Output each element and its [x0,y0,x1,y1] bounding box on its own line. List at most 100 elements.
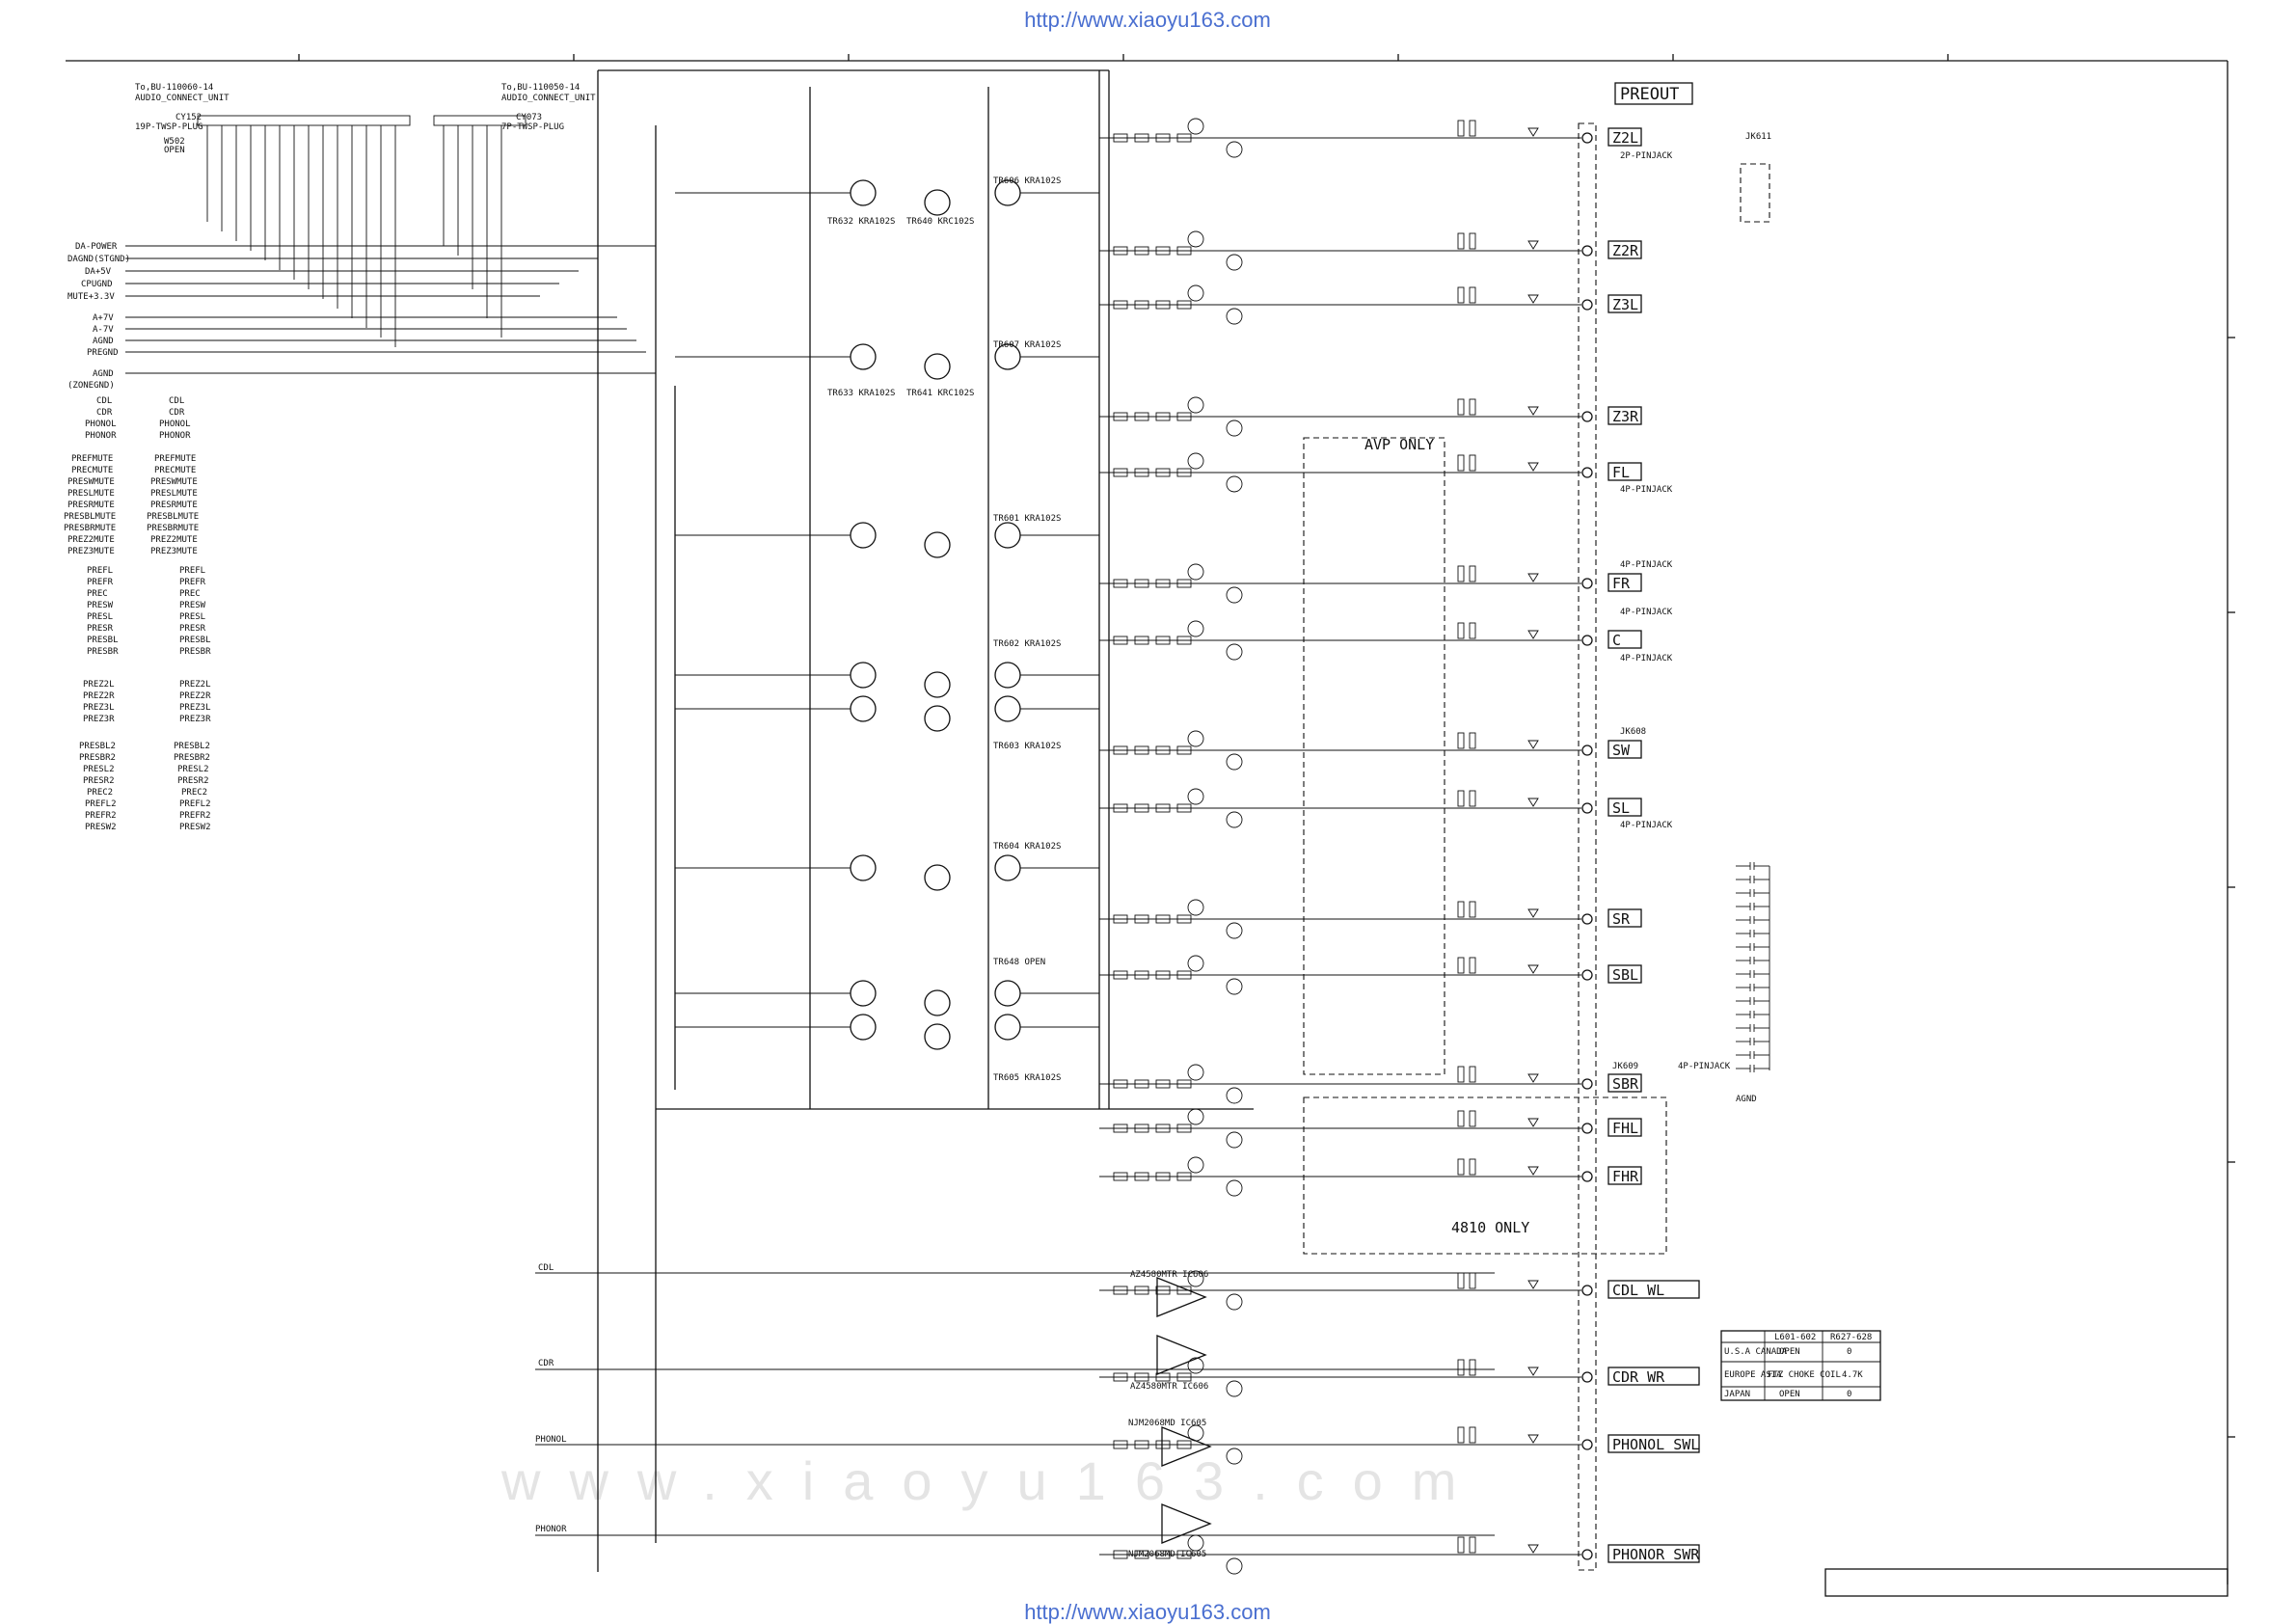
driver-stage-7 [675,1014,1099,1050]
opamp-chips: AZ4580MTR IC606 AZ4580MTR IC606 NJM2068M… [1128,1270,1212,1559]
bank-cap-6 [1736,943,1769,951]
svg-text:PREC: PREC [87,589,108,599]
svg-text:PREZ2R: PREZ2R [83,691,115,701]
svg-text:U.S.A CANADA: U.S.A CANADA [1724,1347,1788,1357]
only-4810-region: 4810 ONLY [1303,1096,1667,1255]
svg-text:PRESW2: PRESW2 [179,823,211,832]
svg-text:PREZ2MUTE: PREZ2MUTE [68,535,115,545]
output-label-7: SW [1612,742,1631,759]
svg-text:PREFMUTE: PREFMUTE [154,454,196,464]
svg-text:PHONOR: PHONOR [159,431,191,441]
transistor-labels: TR632 KRA102S TR640 KRC102S TR633 KRA102… [827,176,1061,1083]
svg-text:PRECMUTE: PRECMUTE [71,466,113,475]
svg-text:AUDIO_CONNECT_UNIT: AUDIO_CONNECT_UNIT [135,94,230,103]
output-label-4: FL [1612,464,1630,481]
svg-text:JAPAN: JAPAN [1724,1390,1750,1399]
svg-text:PREFMUTE: PREFMUTE [71,454,113,464]
svg-text:4P-PINJACK: 4P-PINJACK [1620,654,1673,663]
svg-text:PRESR2: PRESR2 [177,776,209,786]
title-block [1824,1568,2228,1597]
svg-text:CDL: CDL [538,1263,554,1273]
svg-text:TR648 OPEN: TR648 OPEN [993,958,1045,967]
svg-text:PREFR2: PREFR2 [85,811,117,821]
svg-text:PREC: PREC [179,589,201,599]
svg-text:CDR: CDR [538,1359,554,1368]
bank-cap-15 [1736,1065,1769,1072]
output-row-17: PHONOR SWR [1099,1534,1700,1575]
watermark-top[interactable]: http://www.xiaoyu163.com [1024,8,1271,32]
svg-text:PREZ2L: PREZ2L [83,680,115,690]
svg-text:PRESBL: PRESBL [87,636,119,645]
output-label-6: C [1612,632,1621,649]
svg-text:19P-TWSP-PLUG: 19P-TWSP-PLUG [135,122,203,132]
svg-text:PRESR2: PRESR2 [83,776,115,786]
svg-text:PRESWMUTE: PRESWMUTE [68,477,115,487]
svg-text:PREZ3MUTE: PREZ3MUTE [68,547,115,556]
svg-text:PRESL: PRESL [179,612,205,622]
svg-text:PREZ2R: PREZ2R [179,691,211,701]
svg-text:CPUGND: CPUGND [81,280,113,289]
svg-text:PREFR: PREFR [87,578,114,587]
svg-text:PRESLMUTE: PRESLMUTE [150,489,198,499]
jack-labels: JK611 2P-PINJACK 4P-PINJACK 4P-PINJACK 4… [1612,132,1771,1071]
svg-text:R627-628: R627-628 [1830,1333,1872,1342]
svg-text:PHONOL: PHONOL [159,420,191,429]
svg-text:MUTE+3.3V: MUTE+3.3V [68,292,115,302]
output-row-14: CDL WL [1099,1270,1700,1311]
svg-text:4P-PINJACK: 4P-PINJACK [1620,560,1673,570]
left-front-nets: PREFL PREFR PREC PRESW PRESL PRESR PRESB… [87,566,211,657]
svg-text:AVP ONLY: AVP ONLY [1364,436,1434,453]
svg-text:TR601 KRA102S: TR601 KRA102S [993,514,1061,524]
svg-text:PRESL2: PRESL2 [83,765,115,774]
svg-text:PHONOL: PHONOL [535,1435,567,1445]
output-row-9: SR [1099,899,1642,939]
bank-cap-10 [1736,997,1769,1005]
svg-text:PRESRMUTE: PRESRMUTE [68,501,115,510]
svg-text:PRESBLMUTE: PRESBLMUTE [64,512,116,522]
svg-text:4P-PINJACK: 4P-PINJACK [1620,608,1673,617]
svg-text:FTZ CHOKE COIL: FTZ CHOKE COIL [1768,1370,1841,1380]
svg-text:CDR: CDR [96,408,113,418]
bank-cap-7 [1736,957,1769,964]
output-row-4: FL [1099,452,1642,493]
svg-text:EUROPE ASIA: EUROPE ASIA [1724,1370,1782,1380]
driver-stage-4 [675,695,1099,732]
svg-text:PREZ3L: PREZ3L [83,703,115,713]
svg-text:JK611: JK611 [1745,132,1771,142]
watermark-bottom[interactable]: http://www.xiaoyu163.com [1024,1600,1271,1624]
svg-text:PREFR: PREFR [179,578,206,587]
left-zone-nets: PREZ2L PREZ2R PREZ3L PREZ3R PREZ2L PREZ2… [83,680,211,724]
svg-text:DAGND(STGND): DAGND(STGND) [68,255,130,264]
output-label-14: CDL WL [1612,1282,1664,1299]
svg-text:PRESBRMUTE: PRESBRMUTE [64,524,116,533]
bank-cap-11 [1736,1011,1769,1018]
svg-text:NJM2068MD IC605: NJM2068MD IC605 [1128,1550,1206,1559]
output-label-2: Z3L [1612,296,1638,313]
output-row-5: FR [1099,563,1642,604]
svg-text:JK609: JK609 [1612,1062,1638,1071]
driver-stage-2 [675,522,1099,558]
svg-text:PREC2: PREC2 [181,788,207,798]
svg-text:OPEN: OPEN [1779,1390,1800,1399]
svg-text:PRESL: PRESL [87,612,113,622]
svg-text:TR606 KRA102S: TR606 KRA102S [993,176,1061,186]
svg-text:0: 0 [1847,1390,1851,1399]
svg-text:4.7K: 4.7K [1842,1370,1863,1380]
svg-text:PREGND: PREGND [87,348,119,358]
output-label-5: FR [1612,575,1631,592]
bank-cap-14 [1736,1051,1769,1059]
bank-cap-5 [1736,930,1769,937]
output-row-0: Z2L [1099,118,1642,158]
output-label-16: PHONOL SWL [1612,1436,1699,1453]
svg-text:PREFR2: PREFR2 [179,811,211,821]
output-row-7: SW [1099,730,1642,771]
output-label-13: FHR [1612,1168,1639,1185]
left-back-nets: PRESBL2 PRESBR2 PRESL2 PRESR2 PREC2 PREF… [79,742,211,832]
bank-cap-4 [1736,916,1769,924]
svg-text:NJM2068MD IC605: NJM2068MD IC605 [1128,1419,1206,1428]
svg-text:To,BU-110050-14: To,BU-110050-14 [501,83,580,93]
svg-text:OPEN: OPEN [164,146,185,155]
output-label-12: FHL [1612,1120,1638,1137]
svg-text:AGND: AGND [93,369,114,379]
